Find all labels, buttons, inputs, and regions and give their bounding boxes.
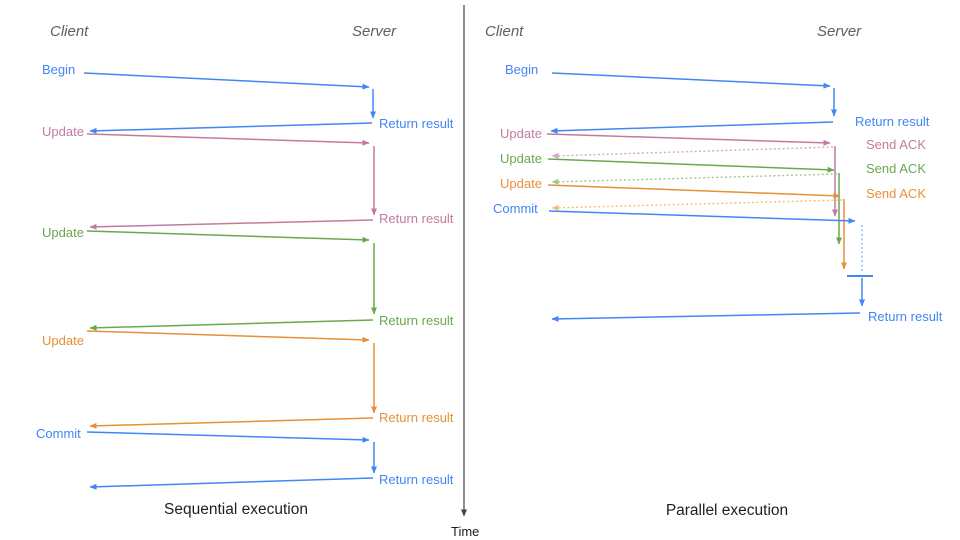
right-server-header: Server <box>817 23 862 40</box>
time-axis-label: Time <box>451 524 480 539</box>
right-send-ack-label-3: Send ACK <box>866 186 926 201</box>
right-message-commit <box>548 210 873 322</box>
left-message-begin <box>83 72 376 134</box>
right-return-label-1: Return result <box>855 114 930 129</box>
right-send-ack-label-1: Send ACK <box>866 137 926 152</box>
left-return-label-5: Return result <box>379 472 454 487</box>
left-update-label-2: Update <box>42 225 84 240</box>
right-message-begin <box>550 72 837 134</box>
left-message-update-2 <box>86 230 377 331</box>
left-message-update-1 <box>86 133 377 230</box>
right-return-label-2: Return result <box>868 309 943 324</box>
right-update-label-1: Update <box>500 126 542 141</box>
right-message-update-3 <box>547 184 847 270</box>
right-message-update-1 <box>546 133 838 217</box>
right-update-label-3: Update <box>500 176 542 191</box>
right-commit-label: Commit <box>493 201 538 216</box>
left-return-label-4: Return result <box>379 410 454 425</box>
left-return-label-1: Return result <box>379 116 454 131</box>
left-begin-label: Begin <box>42 62 76 77</box>
right-send-ack-label-2: Send ACK <box>866 161 926 176</box>
right-begin-label: Begin <box>505 62 539 77</box>
left-caption: Sequential execution <box>164 501 308 518</box>
left-update-label-1: Update <box>42 124 84 139</box>
left-commit-label: Commit <box>36 426 81 441</box>
left-update-label-3: Update <box>42 333 84 348</box>
right-caption: Parallel execution <box>665 502 789 519</box>
left-server-header: Server <box>352 23 397 40</box>
right-client-header: Client <box>485 23 524 40</box>
left-message-update-3 <box>86 330 377 429</box>
ack-dotted-arrow <box>551 146 834 159</box>
left-return-label-2: Return result <box>379 211 454 226</box>
left-return-label-3: Return result <box>379 313 454 328</box>
left-client-header: Client <box>50 23 89 40</box>
right-update-label-2: Update <box>500 151 542 166</box>
ack-dotted-arrow <box>551 173 838 185</box>
ack-dotted-arrow <box>551 199 843 211</box>
right-message-update-2 <box>547 158 842 245</box>
left-message-commit <box>86 431 377 490</box>
